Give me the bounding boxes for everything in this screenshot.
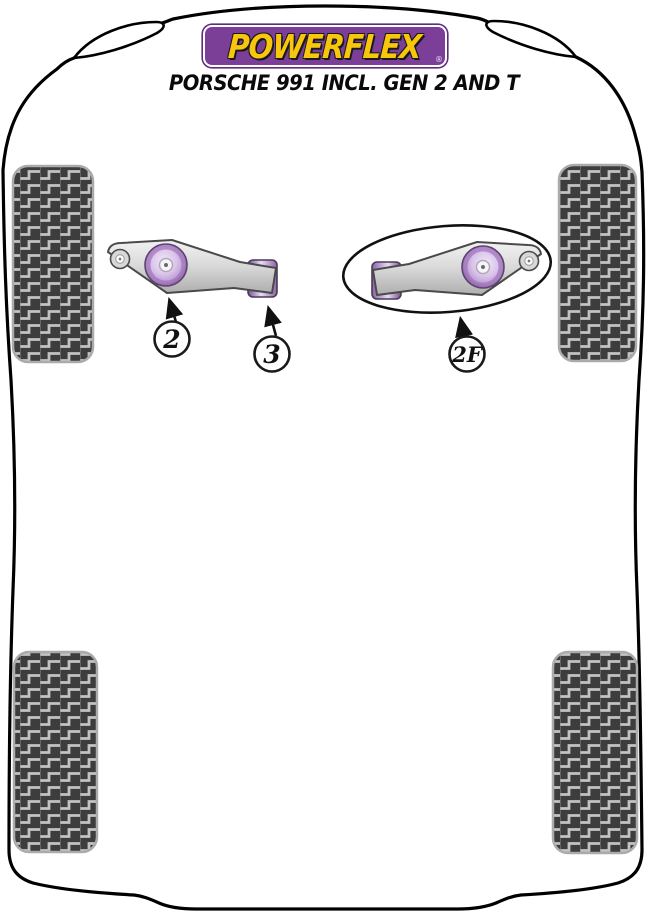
- registered-trademark-icon: ®: [435, 55, 443, 64]
- car-body-outline: [1, 4, 646, 911]
- callout-3: 3: [253, 304, 291, 373]
- callout-2: 2: [153, 297, 191, 358]
- powerflex-logo-text: POWERFLEX: [227, 26, 423, 66]
- eyelet-left-dot: [118, 257, 122, 261]
- callout-2-arrow: [165, 297, 184, 323]
- callout-2F-badge: [448, 335, 486, 373]
- control-arm-left: [107, 239, 278, 298]
- vehicle-model-title: PORSCHE 991 INCL. GEN 2 AND T: [168, 71, 520, 95]
- callout-3-label: 3: [263, 340, 280, 369]
- callout-2F-arrow: [455, 315, 473, 339]
- main-bushing-left-dot: [164, 263, 168, 267]
- tire-rear-left: [12, 650, 99, 854]
- headlight-right: [485, 19, 578, 59]
- main-bushing-right-dot: [481, 265, 485, 269]
- callout-2-label: 2: [162, 325, 180, 354]
- callout-2F-label: 2F: [451, 342, 484, 367]
- headlight-left: [72, 20, 165, 60]
- eyelet-right-dot: [527, 259, 531, 263]
- control-arm-right: [371, 241, 542, 300]
- tire-front-left: [11, 164, 95, 364]
- callout-3-arrow: [264, 304, 282, 337]
- callout-3-badge: [253, 335, 291, 373]
- tire-front-right: [557, 163, 638, 363]
- callout-2F: 2F: [448, 315, 486, 373]
- callout-2-badge: [153, 320, 191, 358]
- tire-rear-right: [551, 650, 639, 855]
- powerflex-logo: POWERFLEX ®: [203, 25, 447, 67]
